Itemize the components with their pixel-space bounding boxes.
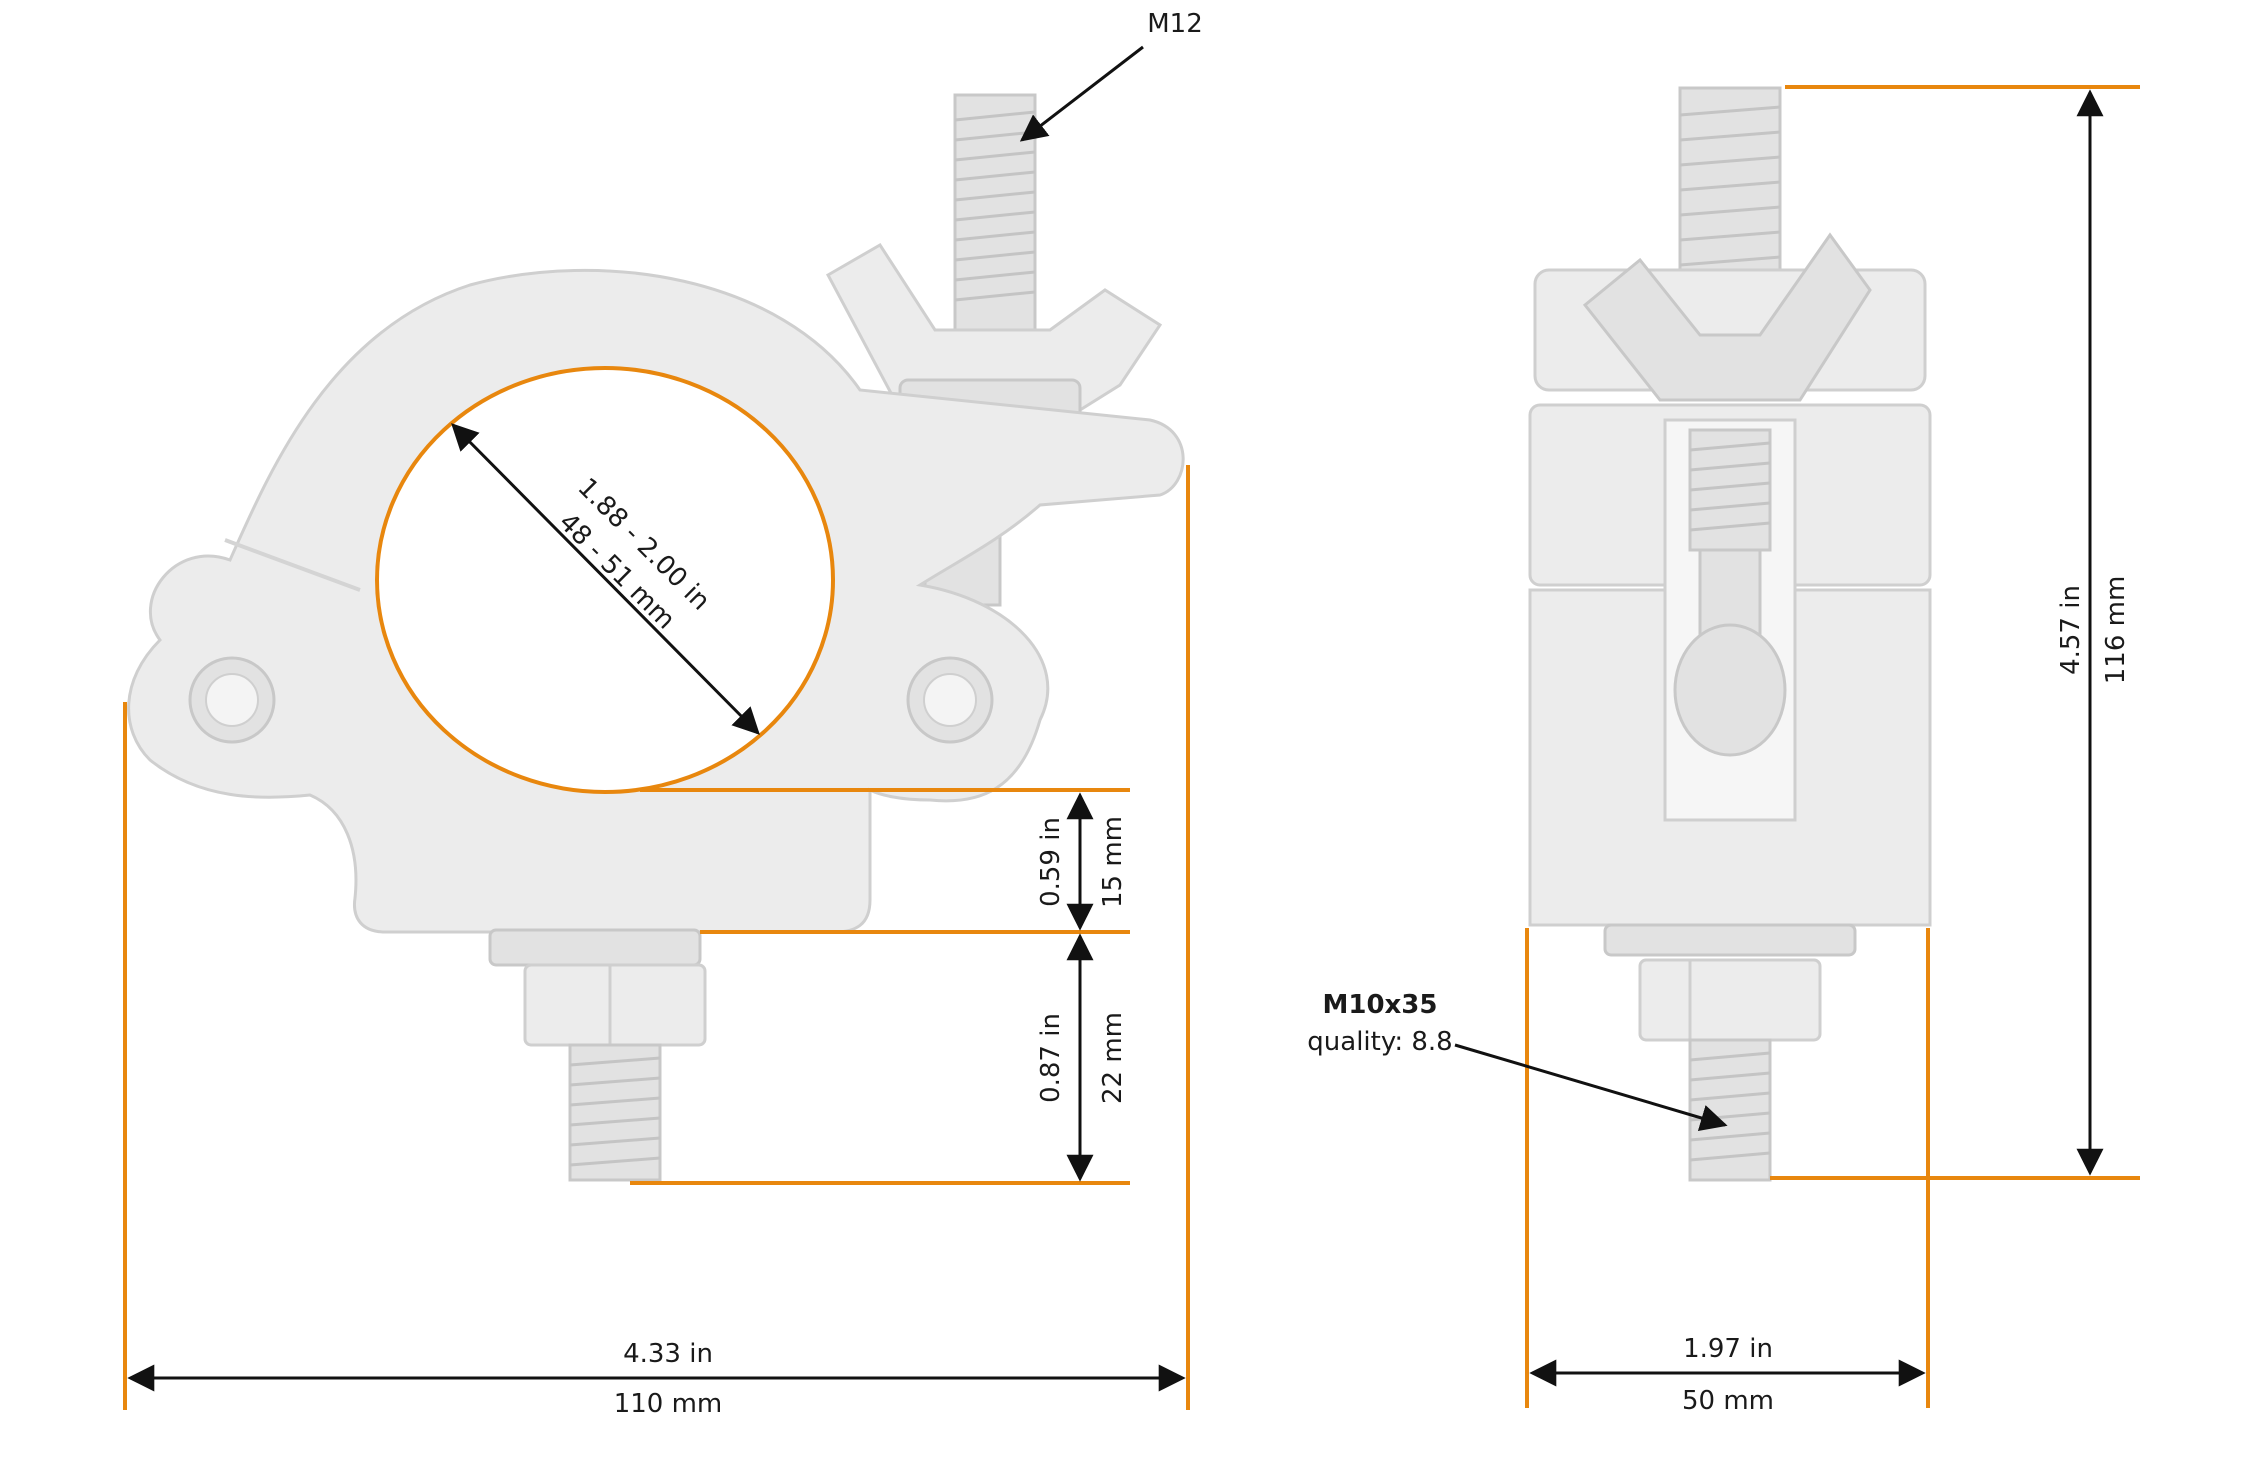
- side-height-mm: 116 mm: [2101, 576, 2131, 685]
- side-bottom-nut: [1638, 958, 1822, 1042]
- side-bottom-washer: [1603, 923, 1857, 957]
- side-height-in: 4.57 in: [2056, 585, 2086, 675]
- front-bolt-label: M12: [1147, 9, 1203, 39]
- front-m12-rod: [953, 93, 1037, 337]
- side-view-clamp: [1528, 86, 1932, 1182]
- front-base-height-in: 0.59 in: [1036, 817, 1066, 907]
- side-dimensions: [1454, 85, 2140, 1408]
- front-bottom-stud: [568, 1043, 662, 1182]
- front-bottom-washer: [488, 928, 702, 967]
- side-wing-nut: [1582, 232, 1872, 402]
- side-width-in: 1.97 in: [1683, 1334, 1773, 1364]
- front-bolt-length-mm: 22 mm: [1098, 1012, 1128, 1104]
- front-width-mm: 110 mm: [614, 1389, 723, 1419]
- side-width-mm: 50 mm: [1682, 1386, 1774, 1416]
- front-dimensions: [123, 45, 1190, 1410]
- side-bolt-spec: M10x35: [1322, 990, 1437, 1020]
- side-bottom-stud: [1688, 1038, 1772, 1182]
- front-bolt-length-in: 0.87 in: [1036, 1013, 1066, 1103]
- side-center-stud: [1688, 428, 1772, 552]
- front-bottom-nut: [523, 963, 707, 1047]
- front-view-clamp: [127, 93, 1185, 1182]
- front-base-height-mm: 15 mm: [1098, 816, 1128, 908]
- side-bolt-quality: quality: 8.8: [1307, 1027, 1452, 1057]
- front-width-in: 4.33 in: [623, 1339, 713, 1369]
